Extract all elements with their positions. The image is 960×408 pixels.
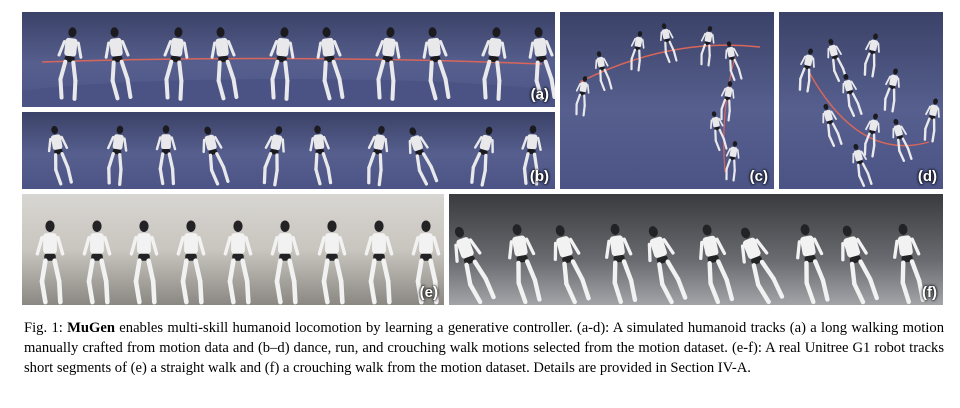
- humanoid-figure: [841, 225, 879, 305]
- humanoid-figure: [269, 27, 295, 101]
- humanoid-figure: [521, 125, 542, 186]
- humanoid-figure: [740, 227, 785, 305]
- panel-label-e: (e): [419, 284, 438, 301]
- humanoid-figure: [630, 31, 645, 72]
- humanoid-figure: [508, 224, 542, 305]
- humanoid-figure: [863, 113, 880, 158]
- humanoid-figure: [210, 27, 239, 101]
- humanoid-figure: [605, 223, 638, 305]
- crouching-walk-humanoid-sequence: [798, 33, 940, 187]
- humanoid-figure: [481, 27, 507, 101]
- panel-label-d: (d): [917, 168, 937, 185]
- humanoid-figure: [923, 98, 940, 143]
- panel-a: (a): [22, 12, 555, 107]
- humanoid-figure: [35, 220, 65, 305]
- humanoid-figure: [163, 27, 189, 101]
- figure-caption: Fig. 1: MuGen enables multi-skill humano…: [24, 318, 944, 378]
- humanoid-figure: [852, 143, 873, 187]
- panel-b: (b): [22, 112, 555, 189]
- humanoid-figure: [107, 125, 128, 187]
- humanoid-figure: [647, 226, 688, 305]
- humanoid-figure: [699, 224, 735, 305]
- humanoid-figure: [892, 118, 913, 162]
- humanoid-figure: [316, 27, 345, 101]
- humanoid-figure: [270, 220, 300, 305]
- humanoid-figure: [827, 38, 848, 82]
- caption-method-name: MuGen: [67, 320, 115, 336]
- humanoid-figure: [309, 125, 333, 186]
- humanoid-figure: [822, 103, 843, 147]
- humanoid-figure: [176, 220, 206, 305]
- humanoid-figure: [422, 27, 451, 101]
- panel-label-a: (a): [530, 86, 549, 103]
- panel-label-b: (b): [529, 168, 549, 185]
- panel-f: (f): [449, 194, 943, 305]
- panel-label-f: (f): [922, 284, 937, 301]
- humanoid-figure: [364, 220, 394, 305]
- humanoid-figure: [454, 226, 496, 305]
- humanoid-figure: [129, 220, 159, 305]
- humanoid-figure: [202, 126, 230, 186]
- humanoid-figure: [57, 27, 83, 101]
- real-robot-crouching-walk-sequence: [454, 223, 926, 305]
- running-humanoid-sequence: [575, 23, 761, 182]
- panel-e: (e): [22, 194, 444, 305]
- humanoid-figure: [725, 41, 743, 82]
- humanoid-figure: [863, 33, 880, 78]
- humanoid-figure: [595, 51, 613, 92]
- humanoid-figure: [796, 224, 830, 305]
- humanoid-figure: [408, 127, 439, 186]
- humanoid-figure: [700, 26, 715, 67]
- humanoid-figure: [553, 225, 591, 305]
- humanoid-figure: [104, 27, 133, 101]
- humanoid-figure: [411, 220, 441, 305]
- humanoid-figure: [710, 111, 728, 152]
- humanoid-figure: [842, 73, 863, 117]
- humanoid-figure: [720, 81, 735, 122]
- humanoid-figure: [367, 125, 389, 187]
- dancing-humanoid-sequence: [47, 125, 542, 187]
- caption-fig: Fig. 1:: [24, 320, 68, 336]
- real-robot-straight-walk-sequence: [35, 220, 441, 305]
- humanoid-figure: [725, 141, 740, 182]
- humanoid-figure: [883, 68, 900, 113]
- humanoid-figure: [470, 126, 494, 187]
- humanoid-figure: [262, 126, 285, 187]
- panel-d: (d): [779, 12, 943, 189]
- humanoid-figure: [317, 220, 347, 305]
- humanoid-figure: [47, 125, 73, 186]
- humanoid-figure: [155, 125, 177, 186]
- humanoid-figure: [82, 220, 112, 305]
- panel-c: (c): [560, 12, 774, 189]
- humanoid-figure: [575, 76, 590, 117]
- humanoid-figure: [660, 23, 678, 64]
- humanoid-figure: [893, 223, 926, 305]
- humanoid-figure: [223, 220, 253, 305]
- humanoid-figure: [375, 27, 401, 101]
- humanoid-figure: [528, 27, 555, 101]
- humanoid-figure: [798, 48, 815, 93]
- panel-label-c: (c): [749, 168, 768, 185]
- caption-text: enables multi-skill humanoid locomotion …: [24, 320, 945, 376]
- walking-humanoid-sequence: [22, 27, 555, 107]
